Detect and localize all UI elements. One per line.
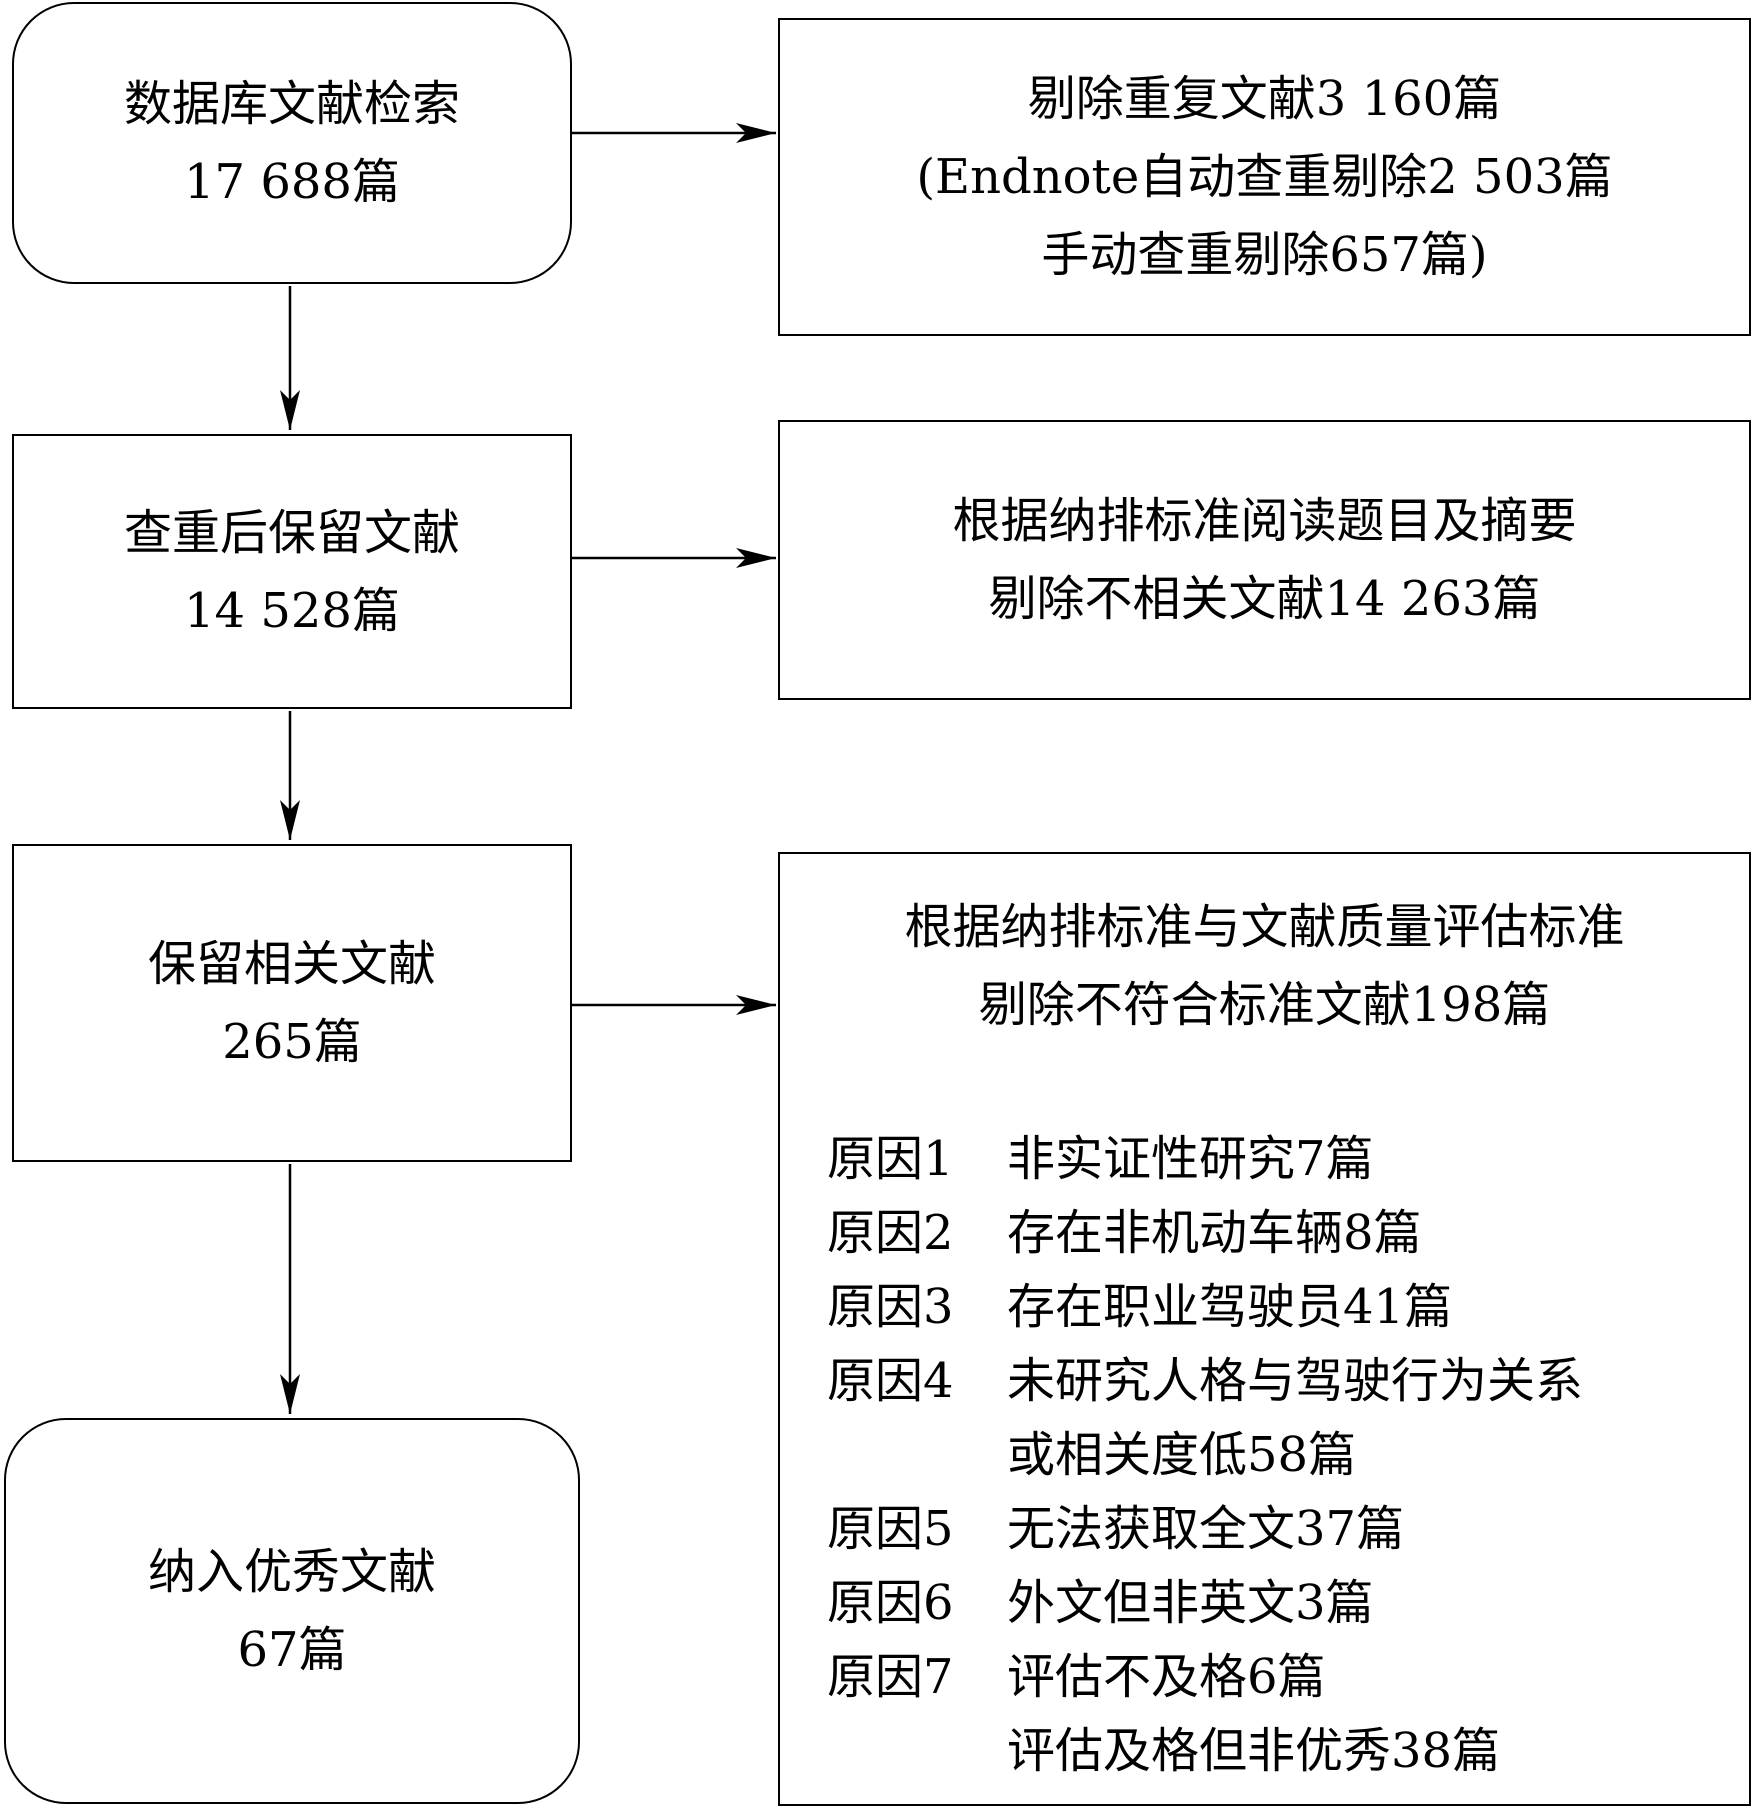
included-title: 纳入优秀文献 bbox=[147, 1544, 436, 1600]
reason-text: 非实证性研究7篇 bbox=[1007, 1131, 1374, 1187]
title-abstract-count: 剔除不相关文献14 263篇 bbox=[988, 571, 1541, 627]
reason-text: 外文但非英文3篇 bbox=[1007, 1575, 1374, 1631]
reason-row-continuation: 或相关度低58篇 bbox=[827, 1418, 1356, 1492]
reason-text: 存在职业驾驶员41篇 bbox=[1007, 1279, 1453, 1335]
reason-label: 原因4 bbox=[827, 1353, 954, 1409]
reason-row: 原因2 存在非机动车辆8篇 bbox=[827, 1196, 1422, 1270]
relevant-box: 保留相关文献 265篇 bbox=[12, 844, 572, 1162]
relevant-title: 保留相关文献 bbox=[147, 936, 436, 992]
reason-text: 未研究人格与驾驶行为关系 bbox=[1007, 1353, 1584, 1409]
quality-excluded-box: 根据纳排标准与文献质量评估标准 剔除不符合标准文献198篇 原因1 非实证性研究… bbox=[778, 852, 1751, 1806]
reason-text: 评估不及格6篇 bbox=[1007, 1649, 1326, 1705]
reason-label bbox=[827, 1418, 1007, 1492]
database-search-title: 数据库文献检索 bbox=[123, 76, 460, 132]
reason-text: 无法获取全文37篇 bbox=[1007, 1501, 1405, 1557]
reason-label: 原因2 bbox=[827, 1205, 954, 1261]
reason-row-continuation: 评估及格但非优秀38篇 bbox=[827, 1714, 1500, 1788]
duplicates-auto: (Endnote自动查重剔除2 503篇 bbox=[916, 149, 1613, 205]
duplicates-excluded-total: 剔除重复文献3 160篇 bbox=[1027, 71, 1502, 127]
title-abstract-excluded-box: 根据纳排标准阅读题目及摘要 剔除不相关文献14 263篇 bbox=[778, 420, 1751, 700]
reason-row: 原因5 无法获取全文37篇 bbox=[827, 1492, 1404, 1566]
quality-excluded-count: 剔除不符合标准文献198篇 bbox=[978, 977, 1551, 1033]
reason-row: 原因6 外文但非英文3篇 bbox=[827, 1566, 1374, 1640]
reason-label: 原因3 bbox=[827, 1279, 954, 1335]
after-dedup-title: 查重后保留文献 bbox=[123, 504, 460, 561]
title-abstract-criteria: 根据纳排标准阅读题目及摘要 bbox=[952, 493, 1577, 549]
reason-row: 原因1 非实证性研究7篇 bbox=[827, 1122, 1374, 1196]
reason-text: 存在非机动车辆8篇 bbox=[1007, 1205, 1422, 1261]
relevant-count: 265篇 bbox=[222, 1014, 362, 1070]
included-count: 67篇 bbox=[237, 1622, 347, 1678]
duplicates-excluded-box: 剔除重复文献3 160篇 (Endnote自动查重剔除2 503篇 手动查重剔除… bbox=[778, 18, 1751, 336]
reason-row: 原因4 未研究人格与驾驶行为关系 bbox=[827, 1344, 1583, 1418]
reason-text: 评估及格但非优秀38篇 bbox=[1007, 1723, 1501, 1779]
reason-label: 原因1 bbox=[827, 1131, 954, 1187]
database-search-box: 数据库文献检索 17 688篇 bbox=[12, 2, 572, 284]
database-search-count: 17 688篇 bbox=[184, 154, 400, 210]
reason-label: 原因5 bbox=[827, 1501, 954, 1557]
duplicates-manual: 手动查重剔除657篇) bbox=[1041, 227, 1488, 283]
reason-row: 原因7 评估不及格6篇 bbox=[827, 1640, 1326, 1714]
reason-label: 原因7 bbox=[827, 1649, 954, 1705]
reason-row: 原因3 存在职业驾驶员41篇 bbox=[827, 1270, 1452, 1344]
after-dedup-count: 14 528篇 bbox=[184, 582, 400, 639]
reason-text: 或相关度低58篇 bbox=[1007, 1427, 1357, 1483]
reason-label: 原因6 bbox=[827, 1575, 954, 1631]
after-dedup-box: 查重后保留文献 14 528篇 bbox=[12, 434, 572, 709]
reason-label bbox=[827, 1714, 1007, 1788]
quality-criteria: 根据纳排标准与文献质量评估标准 bbox=[904, 899, 1625, 955]
included-box: 纳入优秀文献 67篇 bbox=[4, 1418, 580, 1804]
